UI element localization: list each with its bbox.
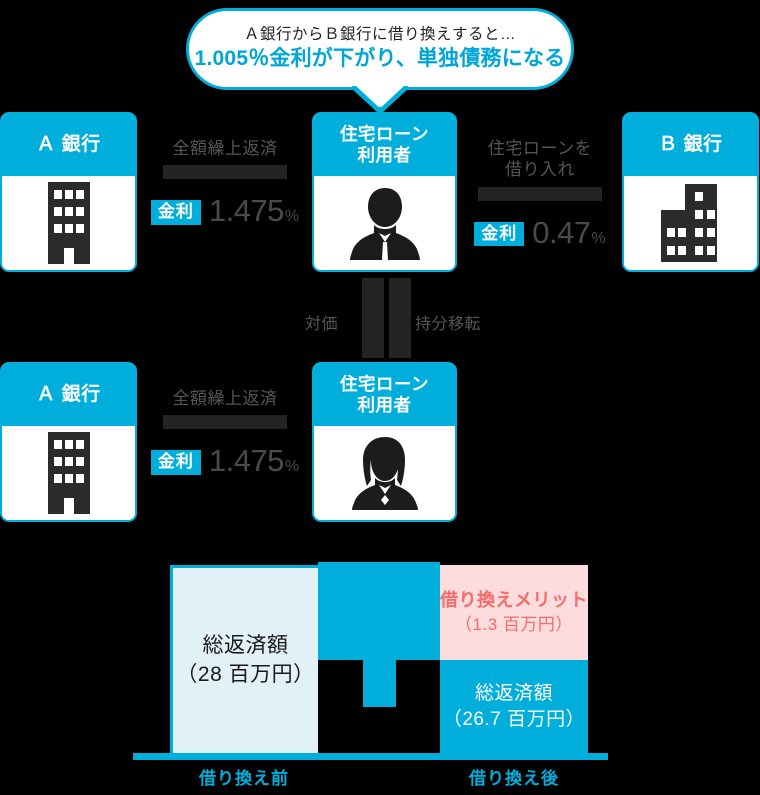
callout-line-2: 1.005％金利が下がり、単独債務になる — [194, 47, 566, 71]
flow-label-line-1: 住宅ローンを — [487, 139, 593, 158]
rate-badge: 金利 — [150, 450, 201, 475]
down-arrow-head-icon — [318, 562, 440, 660]
rate-badge: 金利 — [474, 221, 525, 247]
transfer-label-share-transfer: 持分移転 — [415, 316, 482, 333]
entity-title: 住宅ローン 利用者 — [314, 114, 455, 176]
city-buildings-icon — [624, 176, 757, 270]
flow-label: 全額繰上返済 — [172, 389, 278, 408]
axis-label-before: 借り換え前 — [199, 769, 289, 788]
female-person-icon — [314, 426, 455, 520]
interest-rate-row: 金利 1.475 % — [140, 193, 310, 229]
entity-title-line-2: 利用者 — [357, 395, 412, 415]
entity-loan-user-row2: 住宅ローン 利用者 — [312, 362, 457, 522]
entity-title: Ａ 銀行 — [2, 114, 135, 176]
transfer-arrows-group: 対価 持分移転 — [305, 278, 481, 360]
bar-label-line-2: （1.3 百万円） — [455, 615, 573, 635]
bar-label-line-1: 借り換えメリット — [440, 590, 588, 611]
bar-label-line-2: （26.7 百万円） — [442, 708, 586, 730]
flow-label-line-2: 借り入れ — [505, 160, 575, 180]
axis-label-after: 借り換え後 — [469, 769, 559, 788]
flow-label: 全額繰上返済 — [172, 139, 278, 158]
flow-full-prepayment-row2: 全額繰上返済 金利 1.475 % — [140, 388, 310, 479]
right-arrow-bar-icon — [163, 165, 287, 180]
interest-rate-row: 金利 0.47 % — [460, 215, 620, 251]
office-building-icon — [2, 176, 135, 270]
callout-tail-icon — [352, 86, 408, 112]
entity-title: 住宅ローン 利用者 — [314, 364, 455, 426]
entity-a-bank-row2: Ａ 銀行 — [0, 362, 137, 522]
entity-a-bank-row1: Ａ 銀行 — [0, 112, 137, 272]
bar-after-refinance: 総返済額 （26.7 百万円） — [440, 660, 588, 753]
rate-unit: % — [591, 229, 606, 247]
entity-title: Ｂ 銀行 — [624, 114, 757, 176]
left-arrow-bar-icon — [478, 186, 602, 201]
down-arrow-bar-icon — [389, 278, 411, 358]
flow-full-prepayment-row1: 全額繰上返済 金利 1.475 % — [140, 138, 310, 229]
bar-label-line-1: 総返済額 — [202, 634, 289, 658]
bar-before-refinance: 総返済額 （28 百万円） — [170, 565, 318, 753]
flow-label: 住宅ローンを 借り入れ — [460, 138, 620, 181]
entity-b-bank-row1: Ｂ 銀行 — [622, 112, 759, 272]
rate-value: 1.475 — [208, 443, 285, 479]
flow-loan-borrow-row1: 住宅ローンを 借り入れ 金利 0.47 % — [460, 138, 620, 251]
entity-title-line-1: 住宅ローン — [339, 124, 430, 145]
chart-axis-line — [133, 753, 608, 760]
callout-line-1: Ａ銀行からＢ銀行に借り換えすると… — [243, 25, 516, 43]
callout-bubble: Ａ銀行からＢ銀行に借り換えすると… 1.005％金利が下がり、単独債務になる — [186, 8, 574, 90]
rate-badge: 金利 — [150, 200, 201, 225]
rate-unit: % — [284, 458, 300, 476]
bar-label-line-2: （28 百万円） — [176, 662, 315, 686]
up-arrow-bar-icon — [362, 278, 384, 358]
rate-unit: % — [284, 208, 300, 226]
entity-loan-user-row1: 住宅ローン 利用者 — [312, 112, 457, 272]
transfer-label-consideration: 対価 — [305, 316, 339, 333]
down-arrow-stem-icon — [363, 660, 396, 707]
male-person-icon — [314, 176, 455, 270]
bar-label: 総返済額 （28 百万円） — [176, 632, 314, 689]
entity-title: Ａ 銀行 — [2, 364, 135, 426]
rate-value: 0.47 — [532, 214, 591, 250]
rate-value: 1.475 — [208, 193, 285, 229]
bar-label-line-1: 総返済額 — [474, 682, 553, 704]
office-building-icon — [2, 426, 135, 520]
entity-title-line-1: 住宅ローン — [339, 374, 430, 395]
bar-label: 総返済額 （26.7 百万円） — [443, 681, 585, 732]
entity-title-line-2: 利用者 — [357, 145, 412, 165]
total-repayment-comparison-chart: 総返済額 （28 百万円） 借り換えメリット （1.3 百万円） 総返済額 （2… — [0, 548, 760, 795]
interest-rate-row: 金利 1.475 % — [140, 443, 310, 479]
bar-label: 借り換えメリット （1.3 百万円） — [440, 588, 588, 636]
bar-refinance-merit: 借り換えメリット （1.3 百万円） — [440, 565, 588, 660]
right-arrow-bar-icon — [163, 415, 287, 430]
